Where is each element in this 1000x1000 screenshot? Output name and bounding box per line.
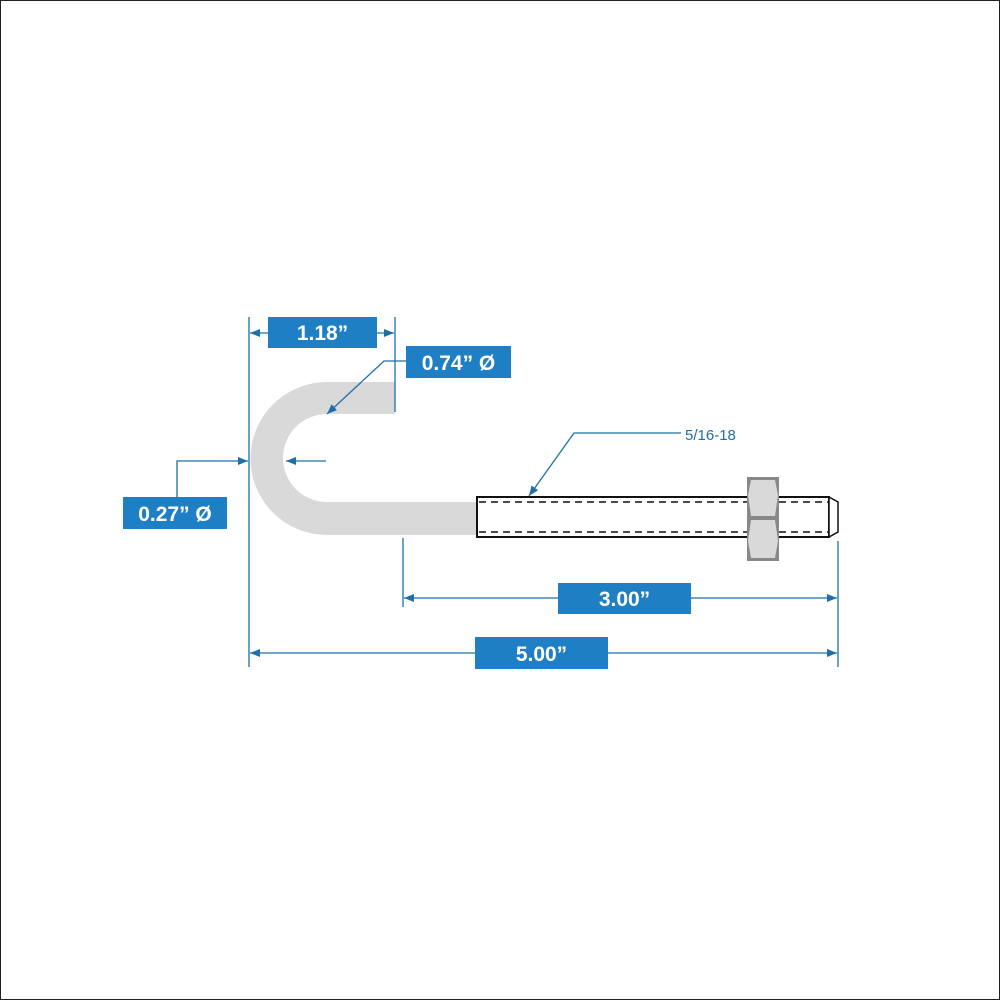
dimension-lines [176,329,837,657]
threaded-rod [476,495,839,539]
hook-width-text: 1.18” [297,322,348,345]
dim-label-overall-length: 5.00” [475,637,608,669]
hook-inner-diameter-text: 0.74” Ø [422,352,496,375]
thread-spec-text: 5/16-18 [685,427,736,444]
dim-label-hook-inner-diameter: 0.74” Ø [406,346,511,378]
extension-lines [248,317,839,667]
thread-length-text: 3.00” [599,588,650,611]
rod-diameter-text: 0.27” Ø [138,503,212,526]
dim-label-thread-length: 3.00” [558,583,691,614]
hex-nut [747,477,779,561]
overall-length-text: 5.00” [516,643,567,666]
dim-label-hook-width: 1.18” [268,317,377,348]
j-hook-body [250,382,477,535]
dim-label-rod-diameter: 0.27” Ø [123,497,227,529]
